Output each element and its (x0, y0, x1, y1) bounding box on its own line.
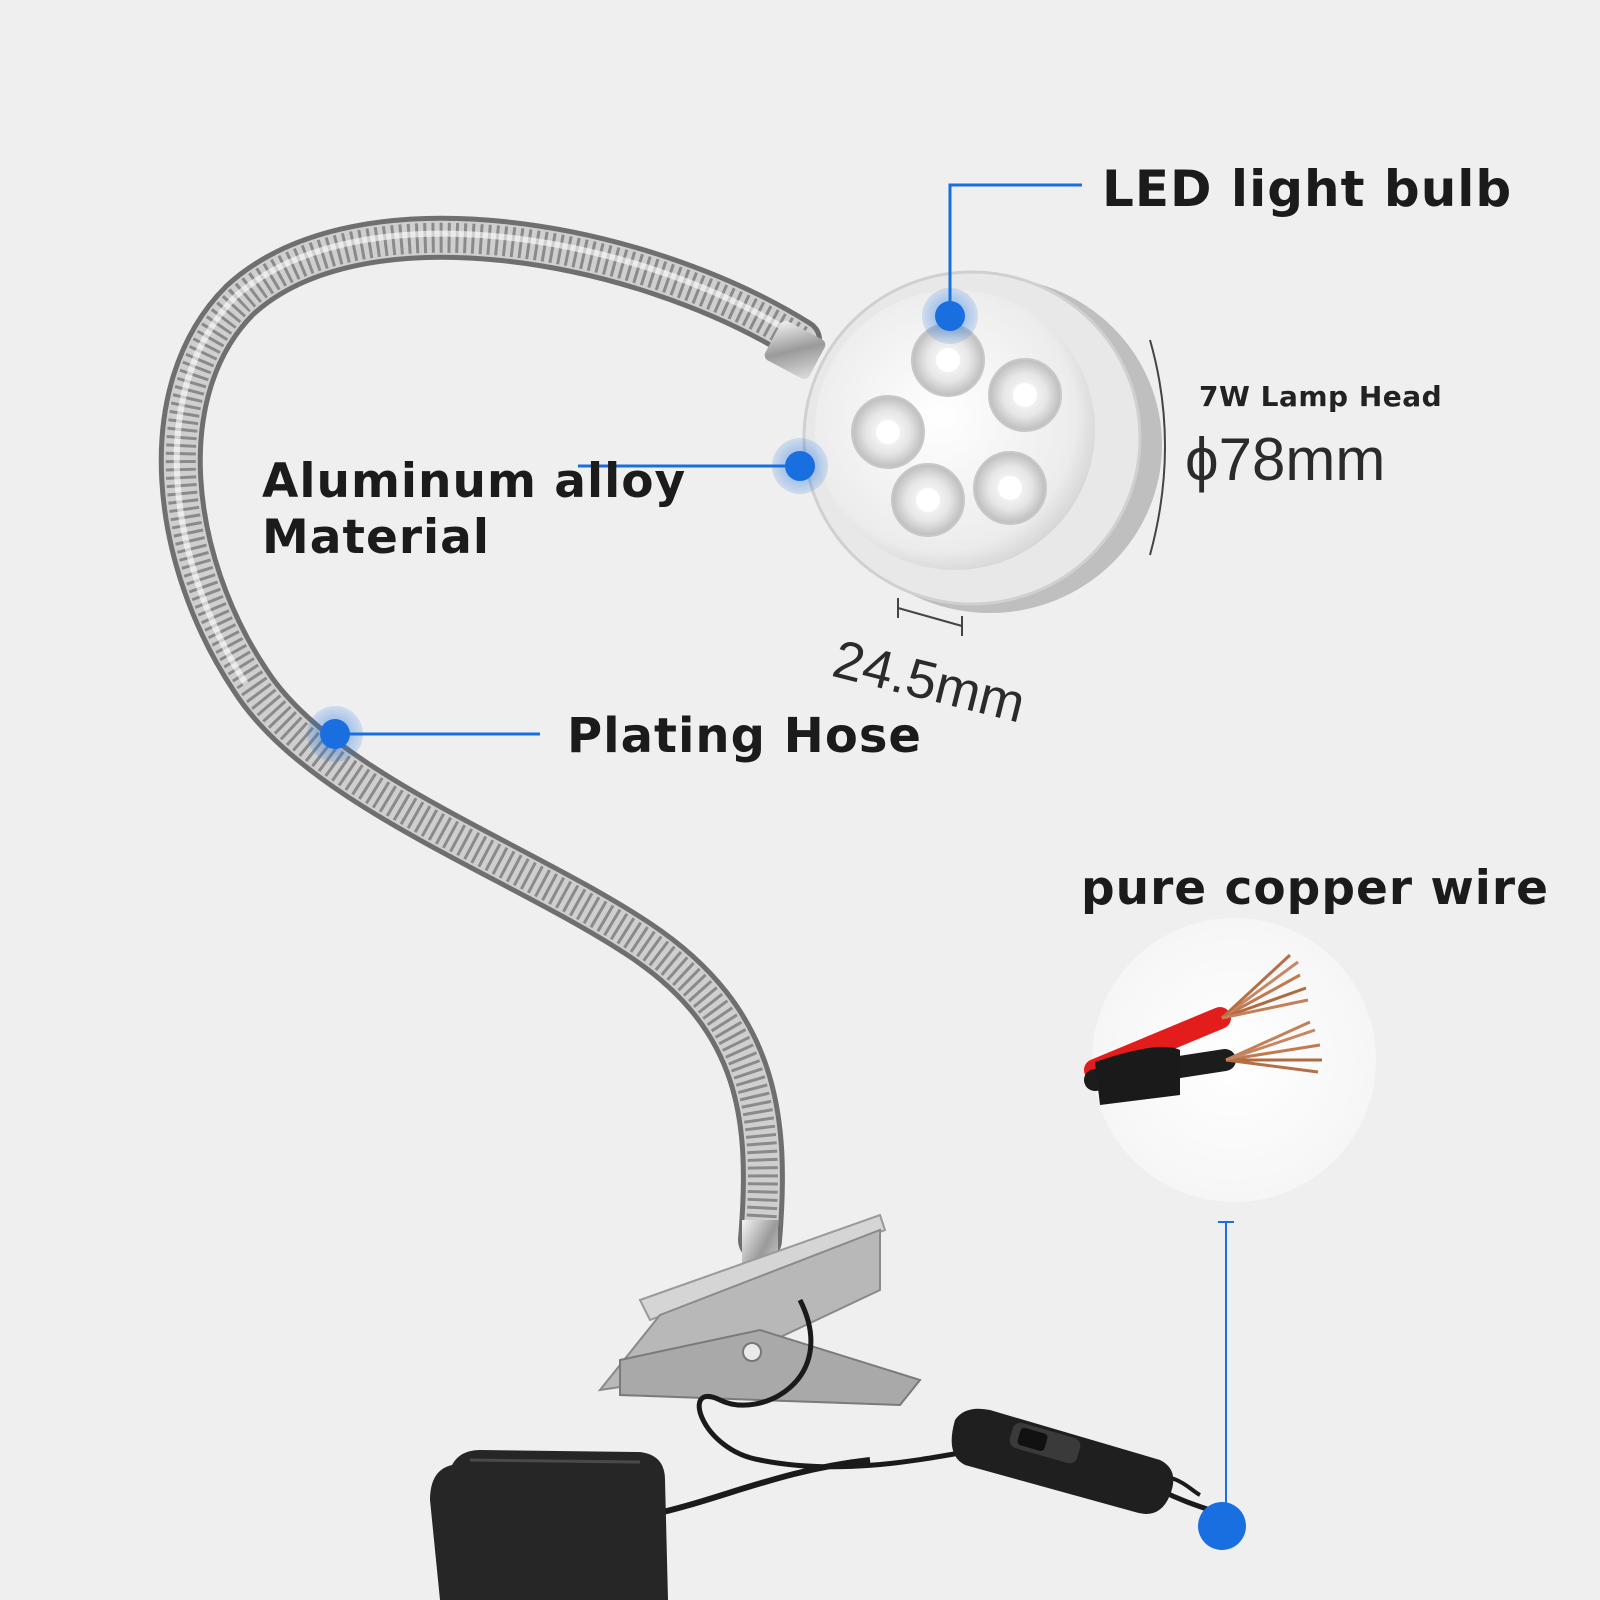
blue-dot-icon (1198, 1502, 1246, 1550)
callout-lines (335, 183, 1234, 1525)
blue-dot-icon (307, 706, 363, 762)
pure-copper-wire-label: pure copper wire (1081, 861, 1549, 916)
aluminum-alloy-line1: Aluminum alloy (262, 454, 687, 509)
spring-clip (597, 1213, 922, 1407)
blue-dot-icon (922, 288, 978, 344)
blue-dot-icon (772, 438, 828, 494)
lamp-head-label: 7W Lamp Head (1199, 380, 1443, 413)
inline-switch (951, 1408, 1174, 1514)
copper-strands (1220, 953, 1322, 1074)
aluminum-alloy-line2: Material (262, 510, 490, 565)
diameter-label: ϕ78mm (1185, 426, 1386, 493)
plating-hose-label: Plating Hose (567, 708, 922, 764)
gooseneck-hose (158, 215, 822, 1262)
copper-wire-inset (1084, 918, 1376, 1202)
lamp-head (764, 270, 1166, 636)
led-cluster (851, 323, 1062, 537)
aluminum-alloy-label: Aluminum alloy Material (262, 454, 686, 566)
power-adapter (430, 1450, 668, 1600)
led-light-bulb-label: LED light bulb (1102, 160, 1513, 218)
